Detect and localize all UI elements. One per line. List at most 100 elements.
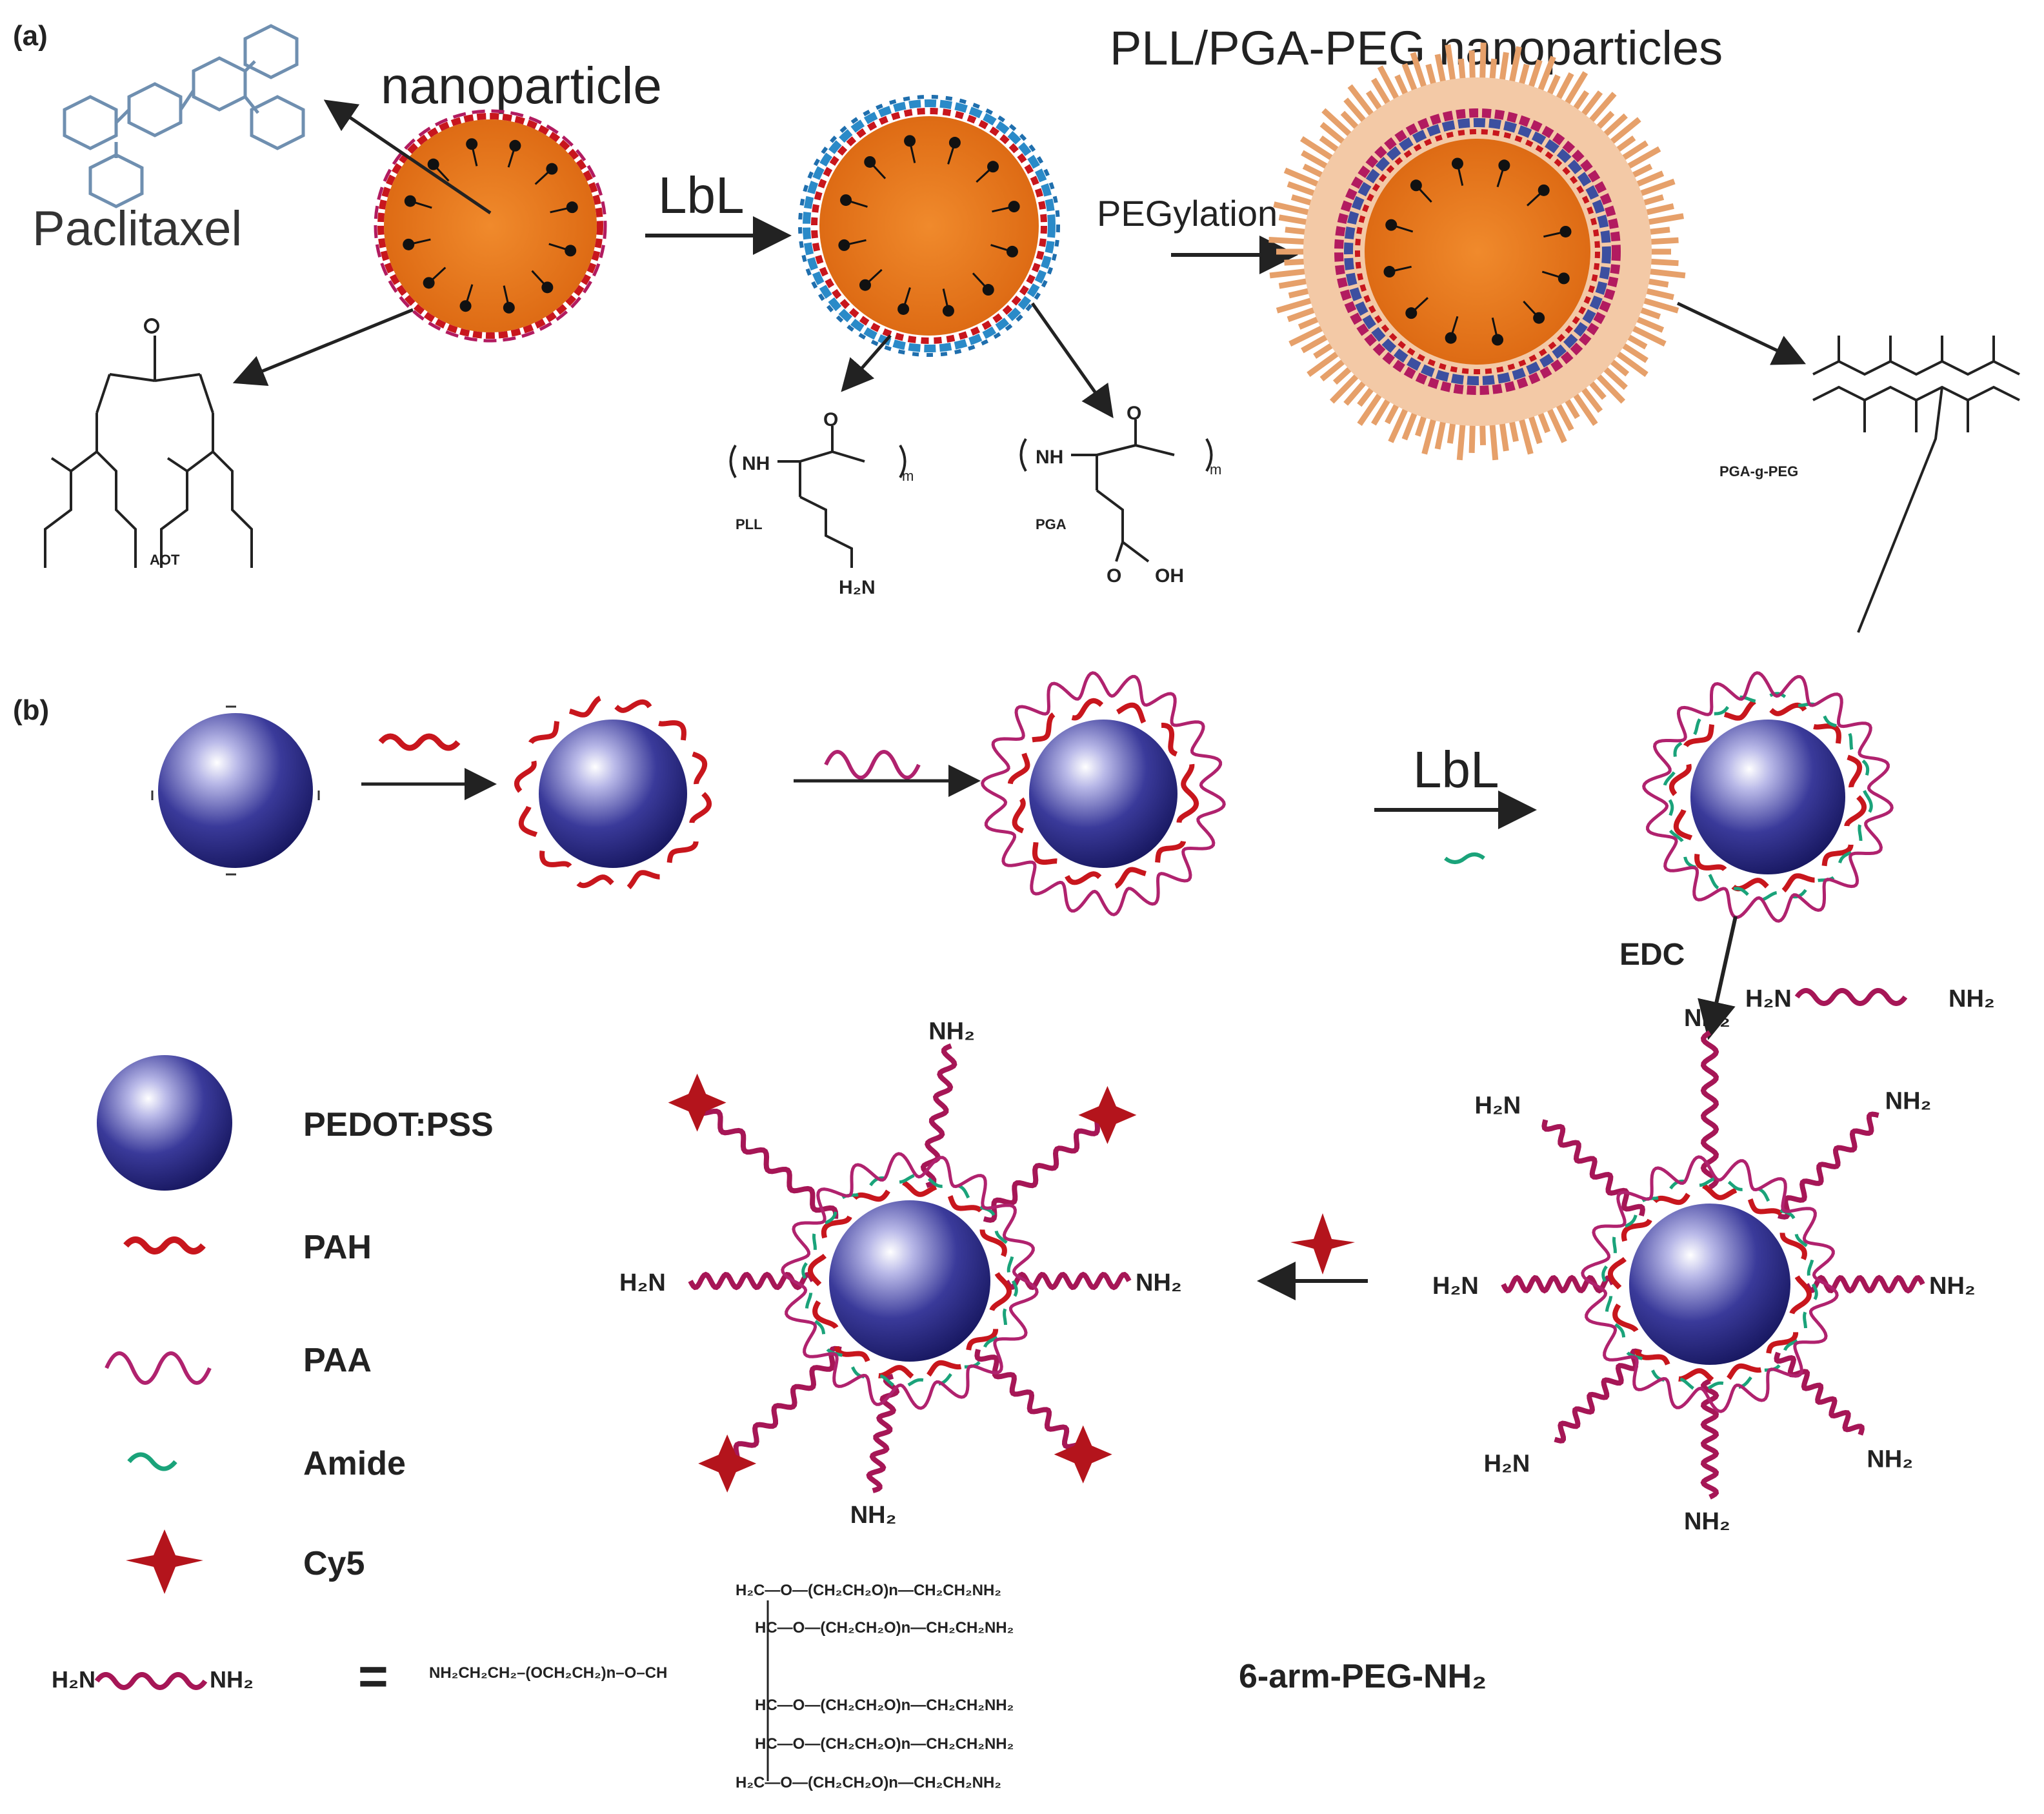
amine-label: H₂N xyxy=(619,1269,666,1296)
amine-label: NH₂ xyxy=(928,1018,975,1045)
peg-formula: H₂N NH₂ = NH₂CH₂CH₂–(OCH₂CH₂)n–O–CH H₂C—… xyxy=(52,1582,1487,1791)
cy5-star-icon xyxy=(698,1434,757,1493)
legend-pah-icon xyxy=(123,1236,206,1255)
surfactant-tail xyxy=(1415,185,1432,203)
formula-arm-1: H₂C—O—(CH₂CH₂O)n—CH₂CH₂NH₂ xyxy=(736,1582,1001,1599)
nanoparticle-core xyxy=(374,109,607,343)
surfactant-tail xyxy=(1410,297,1428,314)
pll-structure-icon xyxy=(729,426,907,568)
multilayer-particle xyxy=(1690,720,1845,874)
linker-right-amine: NH₂ xyxy=(1949,985,1995,1013)
linker-wave-icon xyxy=(1794,988,1908,1006)
linker-left-amine: H₂N xyxy=(1745,985,1792,1013)
legend-star-icon xyxy=(126,1529,203,1594)
pga-m: m xyxy=(1210,461,1221,478)
cy5-reagent-icon xyxy=(1290,1213,1355,1275)
peg-arm xyxy=(694,1102,839,1219)
surfactant-tail xyxy=(1496,165,1505,188)
amine-label: NH₂ xyxy=(1684,1508,1730,1535)
peg-arm xyxy=(1700,1030,1719,1190)
surfactant-tail xyxy=(1523,301,1540,319)
surfactant-tail xyxy=(503,285,510,308)
legend-label-amide: Amide xyxy=(303,1445,406,1482)
surfactant-tail xyxy=(1456,163,1464,186)
pah-reagent-icon xyxy=(378,733,461,751)
surfactant-tail xyxy=(1450,316,1459,339)
paa-reagent-icon xyxy=(824,750,921,780)
surfactant-tail xyxy=(410,200,432,209)
paclitaxel-structure-icon xyxy=(63,24,305,208)
pll-amine: H₂N xyxy=(839,577,876,598)
panel-b-label: (b) xyxy=(13,694,49,726)
amine-label: NH₂ xyxy=(1136,1269,1182,1296)
surfactant-tail xyxy=(531,270,548,288)
peg-arm xyxy=(1541,1119,1645,1216)
surfactant-tail xyxy=(1491,317,1499,340)
peg-arm xyxy=(974,1349,1087,1455)
pll-pga-coated-particle xyxy=(798,95,1060,357)
edc-arrow xyxy=(1698,916,1738,1040)
formula-left-amine: H₂N xyxy=(52,1666,95,1693)
formula-name: 6-arm-PEG-NH₂ xyxy=(1239,1658,1487,1695)
formula-arm-4: HC—O—(CH₂CH₂O)n—CH₂CH₂NH₂ xyxy=(755,1735,1014,1753)
pll-m: m xyxy=(902,468,914,484)
pga-g-peg-structure-icon xyxy=(1812,336,2020,633)
surfactant-tail xyxy=(428,267,446,284)
pll-o: O xyxy=(823,409,838,430)
formula-equals: = xyxy=(358,1648,388,1705)
surfactant-tail xyxy=(1527,189,1545,207)
negative-charges xyxy=(151,705,320,876)
peg-arm xyxy=(983,1111,1108,1223)
pga-nh: NH xyxy=(1036,447,1063,468)
legend-label-cy5: Cy5 xyxy=(303,1545,365,1582)
formula-arm-5: H₂C—O—(CH₂CH₂O)n—CH₂CH₂NH₂ xyxy=(736,1774,1001,1791)
pegylation-label: PEGylation xyxy=(1097,193,1278,234)
surfactant-tail xyxy=(942,288,950,311)
pll-label: PLL xyxy=(736,516,763,532)
pga-acid-o: O xyxy=(1107,565,1121,587)
amine-label: NH₂ xyxy=(1867,1446,1913,1473)
lbl-arrow-label-a: LbL xyxy=(658,166,744,224)
surfactant-heads xyxy=(403,138,578,314)
surfactant-tail xyxy=(1390,224,1414,233)
surfactant-tail xyxy=(1543,230,1566,238)
pah-layer xyxy=(807,1178,1012,1384)
surfactant-tail xyxy=(869,161,887,179)
formula-arm-2: HC—O—(CH₂CH₂O)n—CH₂CH₂NH₂ xyxy=(755,1619,1014,1637)
surfactant-tail xyxy=(947,142,956,165)
paa-layer xyxy=(1642,671,1894,923)
amine-label: NH₂ xyxy=(1684,1005,1730,1032)
amine-label: H₂N xyxy=(1474,1092,1521,1119)
pga-o: O xyxy=(1127,403,1141,424)
formula-right-amine: NH₂ xyxy=(210,1666,254,1693)
surfactant-tail xyxy=(470,143,478,166)
edc-label: EDC xyxy=(1619,938,1685,972)
arrow-to-aot xyxy=(232,308,414,387)
amine-label: H₂N xyxy=(1484,1450,1530,1477)
legend-label-paa: PAA xyxy=(303,1342,372,1379)
surfactant-tail xyxy=(845,199,868,208)
lbl-arrow-label-b: LbL xyxy=(1413,741,1499,798)
arrow-to-paclitaxel xyxy=(323,99,492,215)
surfactant-heads xyxy=(1383,157,1572,346)
amide-layer xyxy=(801,1173,1018,1389)
formula-main-chain: NH₂CH₂CH₂–(OCH₂CH₂)n–O–CH xyxy=(429,1664,667,1682)
surfactant-tail xyxy=(864,268,883,286)
surfactant-tail xyxy=(1389,265,1412,273)
pah-coated-particle xyxy=(539,720,687,868)
pll-nh: NH xyxy=(742,453,770,474)
surfactant-tail xyxy=(465,284,474,307)
cy5-labeled-particle xyxy=(829,1200,990,1362)
amine-label: NH₂ xyxy=(1929,1273,1976,1300)
amine-label: H₂N xyxy=(1432,1273,1479,1300)
legend-label-pah: PAH xyxy=(303,1229,372,1266)
arrow-to-pga xyxy=(1030,302,1114,419)
amine-functionalized-particle xyxy=(1629,1204,1790,1365)
surfactant-heads xyxy=(838,135,1020,317)
legend: PEDOT:PSS PAH PAA Amide Cy5 xyxy=(97,1055,494,1594)
aot-structure-icon xyxy=(44,318,253,568)
